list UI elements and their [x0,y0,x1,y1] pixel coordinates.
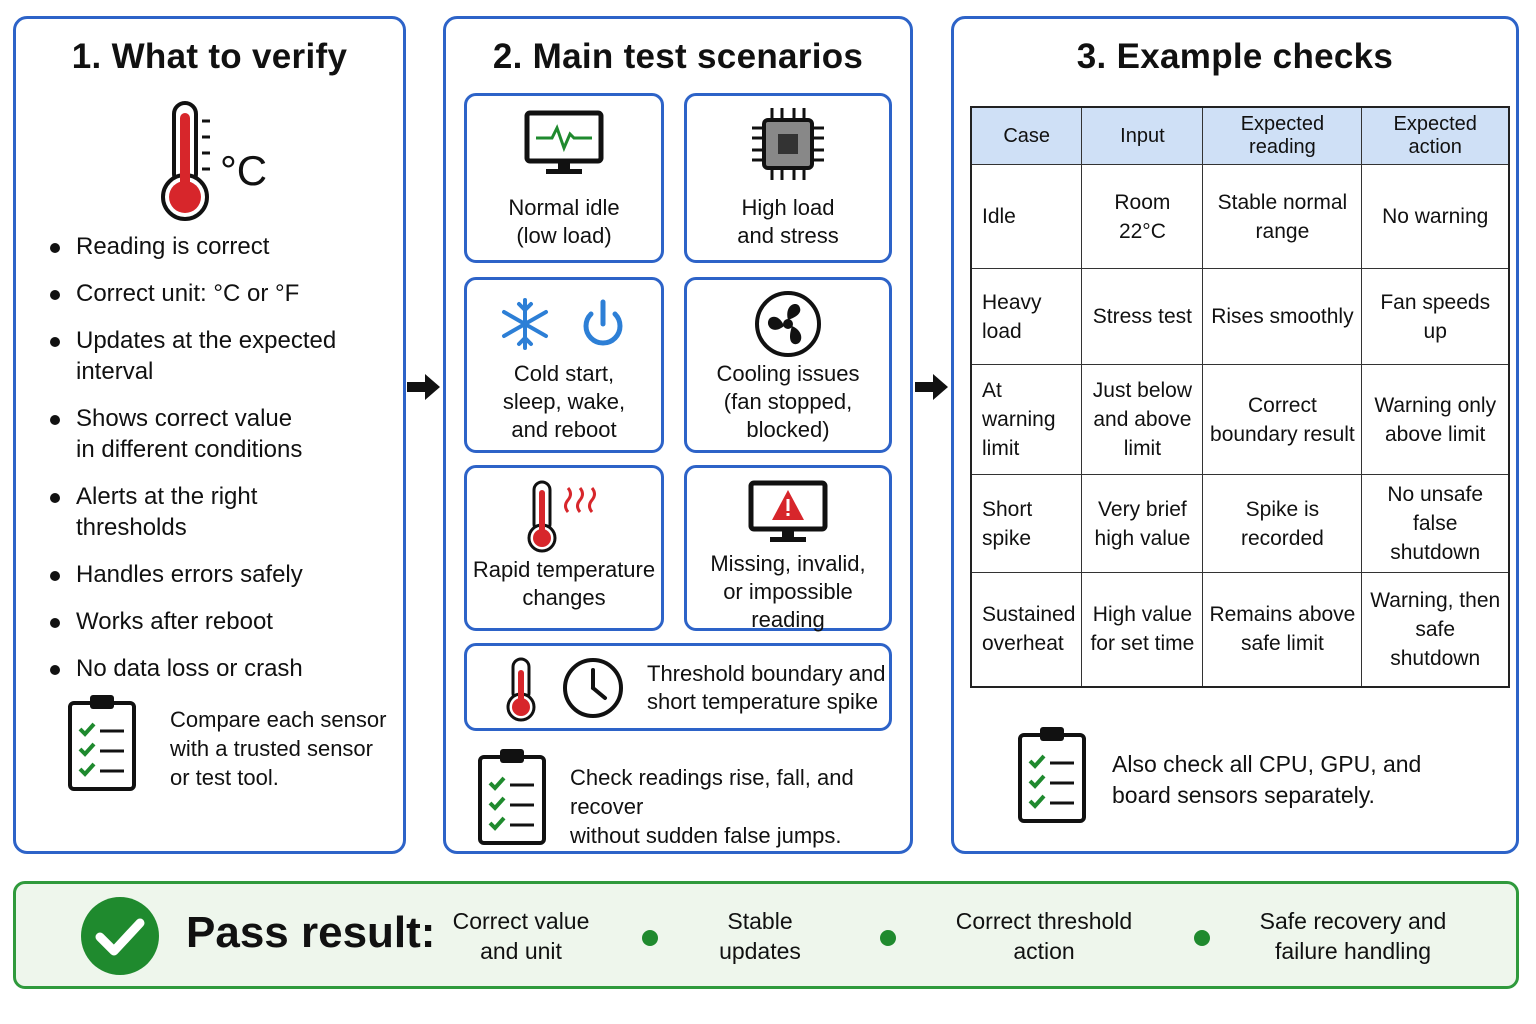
note-text: Compare each sensor with a trusted senso… [170,707,387,790]
monitor-warning-icon [748,480,828,542]
table-cell: Remains above safe limit [1202,572,1363,687]
list-item: Updates at the expected interval [48,325,406,387]
table-cell: Warning only above limit [1361,364,1510,475]
example-checks-table: Case Input Expected reading Expected act… [970,106,1510,688]
table-row: Short spike Very brief high value Spike … [970,474,1510,573]
table-cell: Sustained overheat [970,572,1083,687]
table-row: Heavy load Stress test Rises smoothly Fa… [970,268,1510,365]
list-item: Reading is correct [48,231,406,262]
scenario-card-cooling-issues: Cooling issues (fan stopped, blocked) [684,277,892,453]
checklist-icon [68,695,136,791]
table-cell: Rises smoothly [1202,268,1363,365]
checklist-icon [478,749,546,845]
card-label: Rapid temperature changes [472,557,656,610]
table-cell: Heavy load [970,268,1083,365]
scenario-card-high-load: High load and stress [684,93,892,263]
panel-title: 2. Main test scenarios [492,37,864,76]
note-text: Check readings rise, fall, and recover w… [570,765,854,848]
card-label: High load and stress [737,195,839,248]
bullet-dot [642,930,658,946]
check-circle-icon [81,897,159,975]
table-cell: Fan speeds up [1361,268,1510,365]
pass-item: Correct value and unit [452,908,590,964]
scenario-card-normal-idle: Normal idle (low load) [464,93,664,263]
panel-example-checks: 3. Example checks Case Input Expected re… [951,16,1519,854]
pass-title: Pass result: [186,908,436,957]
table-cell: At warning limit [970,364,1083,475]
panel-title: 3. Example checks [1076,37,1394,76]
arrow-right-icon [407,374,440,400]
card-label: Missing, invalid, or impossible reading [710,551,866,632]
list-item: No data loss or crash [48,653,406,684]
table-cell: Room 22°C [1081,164,1204,269]
list-item: Correct unit: °C or °F [48,278,406,309]
pass-item: Safe recovery and failure handling [1259,908,1447,964]
scenario-card-invalid-reading: Missing, invalid, or impossible reading [684,465,892,632]
note-text: Also check all CPU, GPU, and board senso… [1112,751,1422,808]
snowflake-power-icon [502,298,623,350]
column-header: Input [1081,106,1204,165]
bullet-dot [1194,930,1210,946]
verify-list: Reading is correct Correct unit: °C or °… [48,231,406,700]
scenario-card-rapid-changes: Rapid temperature changes [464,465,664,631]
card-label: Cold start, sleep, wake, and reboot [502,361,626,442]
table-header-row: Case Input Expected reading Expected act… [970,106,1510,165]
scenario-card-cold-start: Cold start, sleep, wake, and reboot [464,277,664,453]
panel-what-to-verify: 1. What to verify °C Reading is correct … [13,16,406,854]
thermometer-icon [506,657,536,722]
bullet-dot [880,930,896,946]
checklist-icon [1018,727,1086,823]
monitor-heartbeat-icon [524,110,604,174]
list-item: Alerts at the right thresholds [48,481,296,543]
pass-item: Stable updates [719,908,801,964]
card-label: Threshold boundary and short temperature… [647,661,886,714]
panel-title: 1. What to verify [71,37,348,76]
table-cell: Idle [970,164,1083,269]
table-cell: Stress test [1081,268,1204,365]
table-cell: High value for set time [1081,572,1204,687]
pass-item: Correct threshold action [955,908,1133,964]
list-item: Shows correct value in different conditi… [48,403,316,465]
panel-main-test-scenarios: 2. Main test scenarios Normal idle (low … [443,16,913,854]
unit-symbol: °C [220,147,268,194]
table-row: Idle Room 22°C Stable normal range No wa… [970,164,1510,269]
pass-result-bar: Pass result: Correct value and unit Stab… [13,881,1519,989]
cpu-chip-icon [752,108,824,180]
column-header: Expected action [1361,106,1510,165]
thermometer-icon [161,101,210,221]
list-item: Works after reboot [48,606,406,637]
column-header: Expected reading [1202,106,1363,165]
list-item: Handles errors safely [48,559,406,590]
scenario-card-threshold-boundary: Threshold boundary and short temperature… [464,643,892,731]
table-cell: Very brief high value [1081,474,1204,573]
table-cell: Just below and above limit [1081,364,1204,475]
table-row: Sustained overheat High value for set ti… [970,572,1510,687]
column-header: Case [970,106,1083,165]
table-cell: Correct boundary result [1202,364,1363,475]
table-cell: Spike is recorded [1202,474,1363,573]
card-label: Cooling issues (fan stopped, blocked) [716,361,860,442]
table-cell: No unsafe false shutdown [1361,474,1510,573]
arrow-right-icon [915,374,948,400]
thermometer-heat-icon [527,480,596,553]
table-cell: Short spike [970,474,1083,573]
clock-icon [563,658,623,718]
card-label: Normal idle (low load) [508,195,620,248]
table-cell: Warning, then safe shutdown [1361,572,1510,687]
fan-icon [755,291,821,357]
table-cell: Stable normal range [1202,164,1363,269]
table-cell: No warning [1361,164,1510,269]
table-row: At warning limit Just below and above li… [970,364,1510,475]
